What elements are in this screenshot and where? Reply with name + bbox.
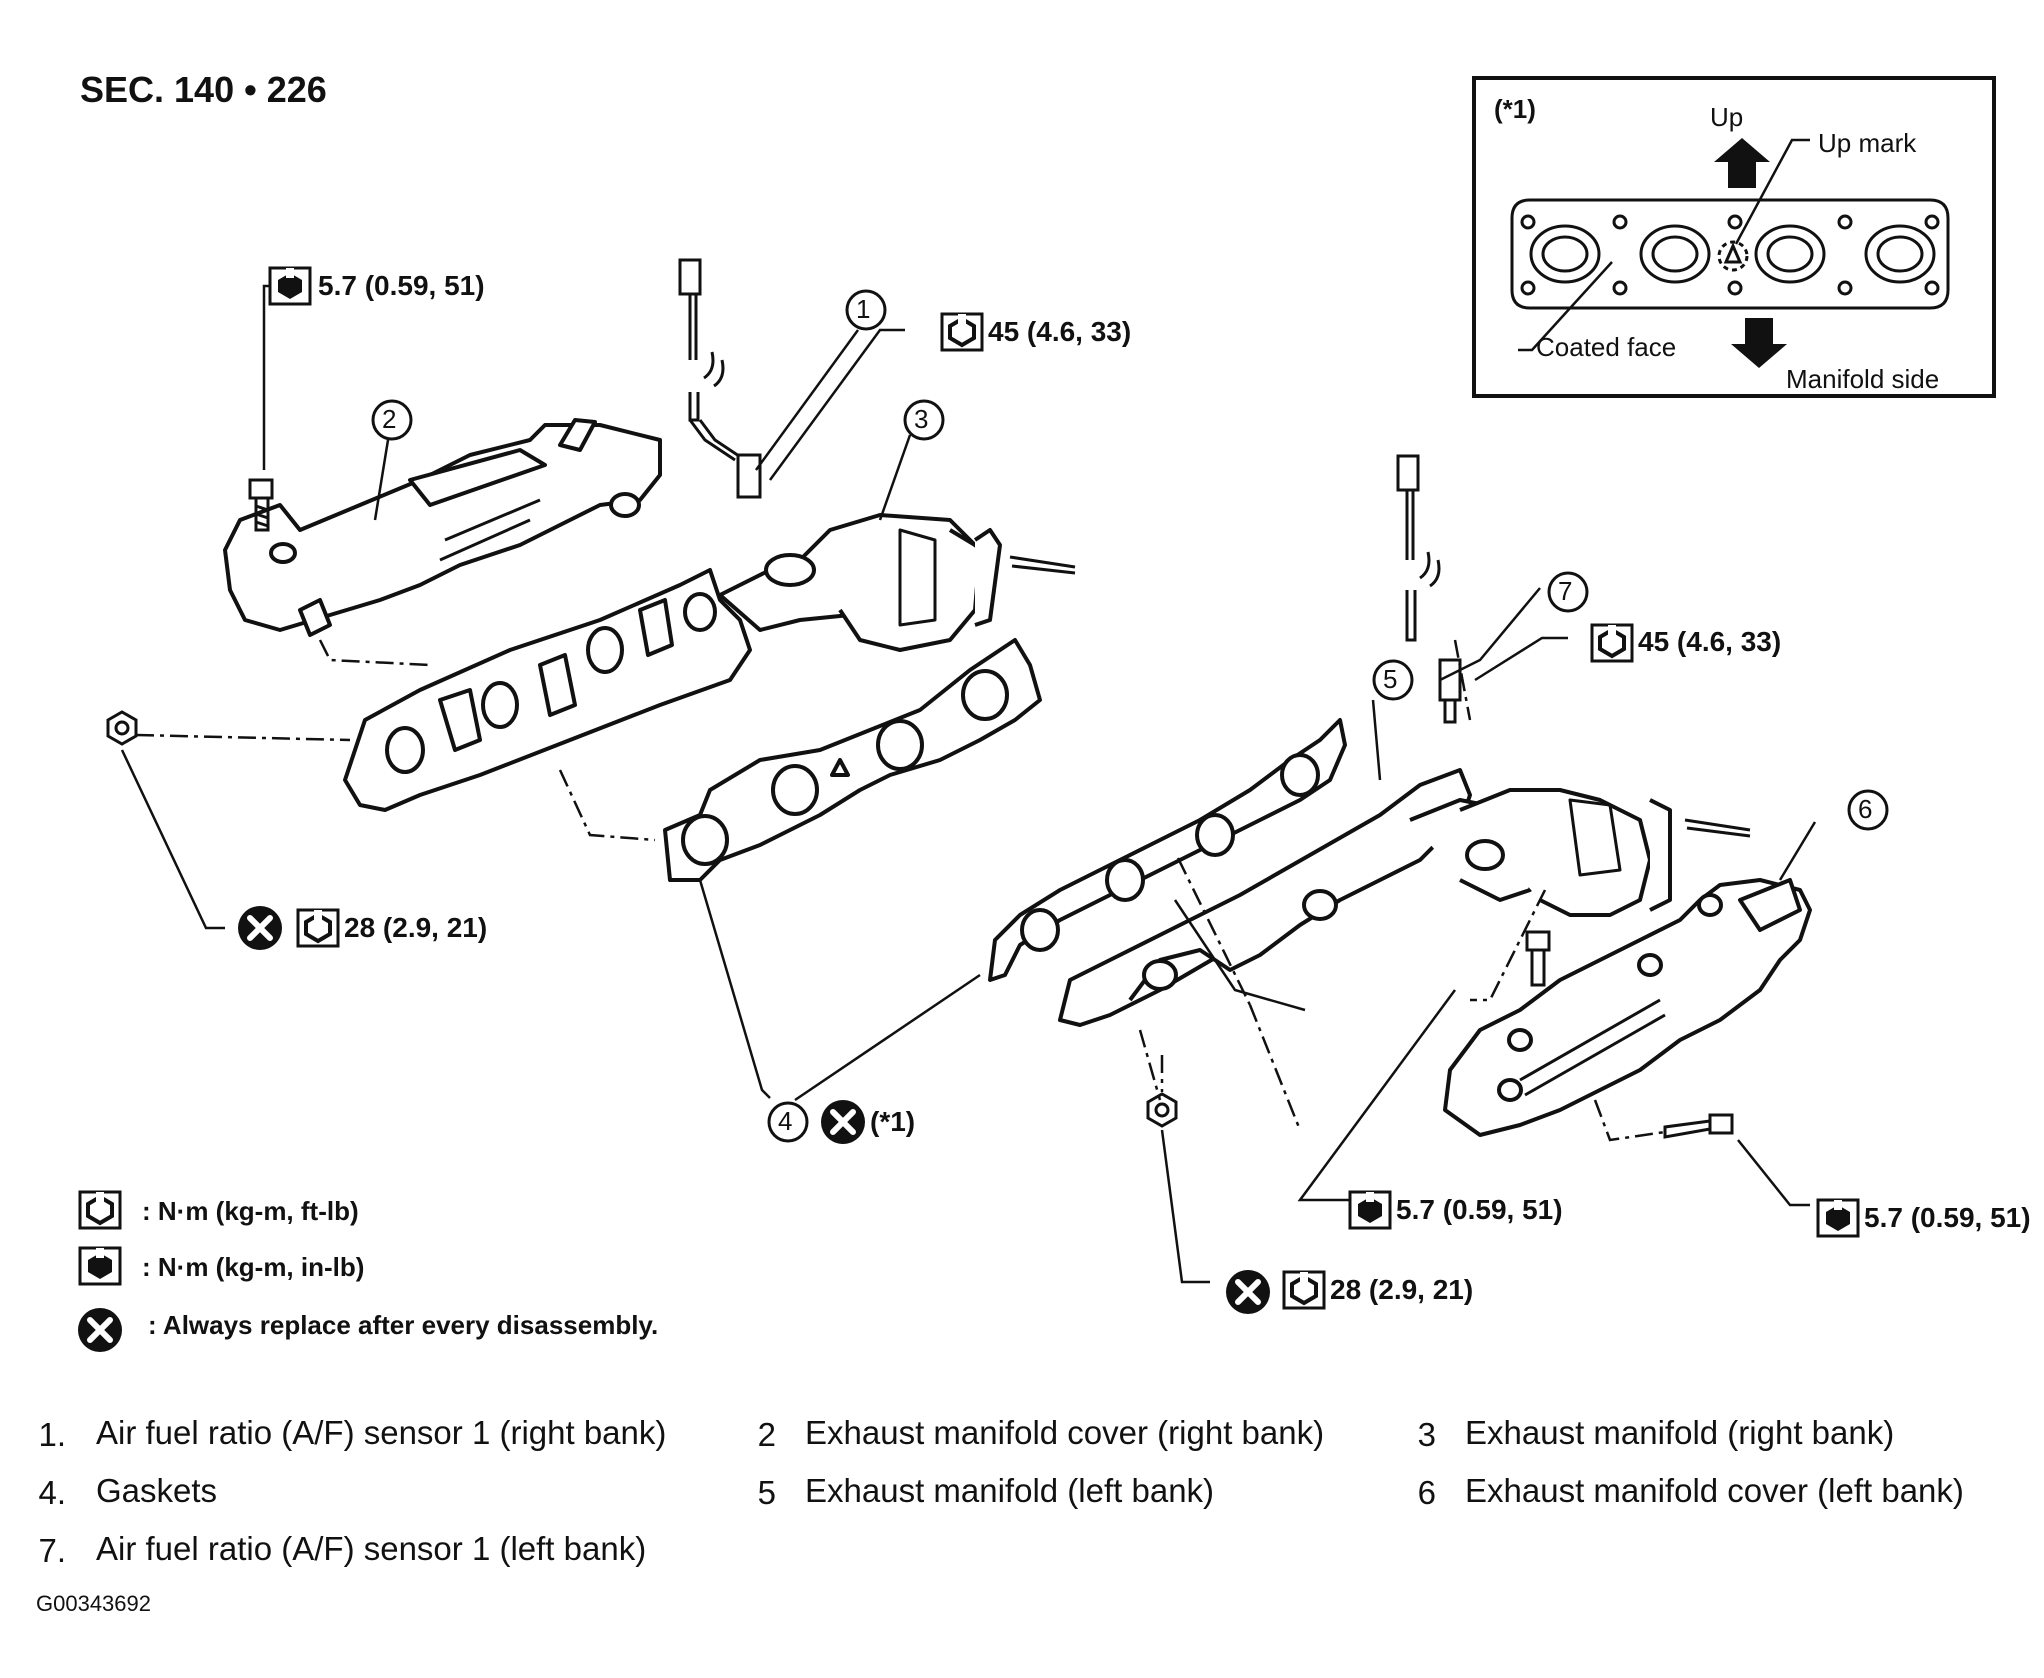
callout-2: 2 <box>382 404 397 434</box>
callout-circles <box>371 289 1889 1143</box>
callout-6: 6 <box>1858 794 1873 824</box>
torque-ftlb-icon <box>1282 1270 1326 1310</box>
part-number: 4. <box>38 1474 66 1511</box>
part-label: Air fuel ratio (A/F) sensor 1 (right ban… <box>96 1414 667 1451</box>
part-label: Air fuel ratio (A/F) sensor 1 (left bank… <box>96 1530 647 1567</box>
gasket-ref-label: (*1) <box>870 1106 916 1137</box>
replace-icon <box>821 1100 865 1144</box>
exhaust-manifold-left <box>1058 768 1672 1027</box>
dashed-guides <box>135 639 1666 1142</box>
exhaust-manifold-right <box>343 513 1002 812</box>
callout-7: 7 <box>1558 576 1573 606</box>
replace-icon <box>78 1308 122 1352</box>
inset-gasket-drawing <box>1510 198 1950 310</box>
cover-bolt-left-a <box>1525 930 1551 987</box>
part-number: 6 <box>1417 1474 1436 1511</box>
inset-manifold-side-label: Manifold side <box>1786 364 1940 394</box>
nut-right <box>106 710 138 746</box>
inset-up-label: Up <box>1710 102 1744 132</box>
part-label: Exhaust manifold cover (left bank) <box>1465 1472 1964 1509</box>
legend-replace-text: : Always replace after every disassembly… <box>148 1310 659 1340</box>
torque-ftlb-icon <box>940 312 984 352</box>
legend-inlb-text: : N·m (kg-m, in-lb) <box>142 1252 365 1282</box>
torque-sensor-left: 45 (4.6, 33) <box>1638 626 1782 657</box>
part-label: Exhaust manifold (left bank) <box>805 1472 1215 1509</box>
af-sensor-right <box>678 258 762 499</box>
stud-right <box>1009 555 1076 575</box>
callout-3: 3 <box>914 404 929 434</box>
up-arrow-icon <box>1714 138 1770 188</box>
leader-lines <box>120 328 1817 1284</box>
part-number: 3 <box>1417 1416 1436 1453</box>
exhaust-manifold-cover-right <box>223 418 662 637</box>
callout-5: 5 <box>1383 664 1398 694</box>
torque-cover-bolt-right: 5.7 (0.59, 51) <box>318 270 485 301</box>
part-number: 2 <box>757 1416 776 1453</box>
callout-4: 4 <box>778 1106 793 1136</box>
torque-ftlb-icon <box>296 908 340 948</box>
replace-icon <box>1226 1270 1270 1314</box>
nut-left <box>1146 1092 1178 1128</box>
torque-ftlb-icon <box>1590 623 1634 663</box>
part-number: 7. <box>38 1532 66 1569</box>
part-number: 1. <box>38 1416 66 1453</box>
torque-nut-right: 28 (2.9, 21) <box>344 912 488 943</box>
exhaust-manifold-cover-left <box>1443 878 1812 1137</box>
callout-1: 1 <box>856 294 871 324</box>
torque-ftlb-icon <box>78 1190 122 1230</box>
down-arrow-icon <box>1731 318 1787 368</box>
torque-inlb-icon <box>268 266 312 306</box>
cover-bolt-left-b <box>1663 1113 1734 1139</box>
torque-inlb-icon <box>78 1246 122 1286</box>
section-reference: SEC. 140 • 226 <box>80 69 327 110</box>
torque-inlb-icon <box>1348 1190 1392 1230</box>
part-number: 5 <box>757 1474 776 1511</box>
inset-coated-face-label: Coated face <box>1536 332 1677 362</box>
gasket-orientation-inset <box>1472 76 1996 398</box>
gasket-right <box>663 638 1042 882</box>
torque-cover-bolt-left-b: 5.7 (0.59, 51) <box>1864 1202 2031 1233</box>
torque-sensor-right: 45 (4.6, 33) <box>988 316 1132 347</box>
figure-code: G00343692 <box>36 1591 151 1616</box>
af-sensor-left <box>1396 454 1462 724</box>
stud-left <box>1684 818 1751 838</box>
part-label: Gaskets <box>96 1472 218 1509</box>
legend-ftlb-text: : N·m (kg-m, ft-lb) <box>142 1196 359 1226</box>
inset-ref-label: (*1) <box>1494 94 1536 124</box>
torque-cover-bolt-left-a: 5.7 (0.59, 51) <box>1396 1194 1563 1225</box>
replace-icon <box>238 906 282 950</box>
cover-bolt-right <box>248 478 274 532</box>
inset-up-mark-label: Up mark <box>1818 128 1917 158</box>
part-label: Exhaust manifold cover (right bank) <box>805 1414 1325 1451</box>
torque-nut-left: 28 (2.9, 21) <box>1330 1274 1474 1305</box>
gasket-left <box>988 718 1347 982</box>
part-label: Exhaust manifold (right bank) <box>1465 1414 1895 1451</box>
torque-inlb-icon <box>1816 1198 1860 1238</box>
